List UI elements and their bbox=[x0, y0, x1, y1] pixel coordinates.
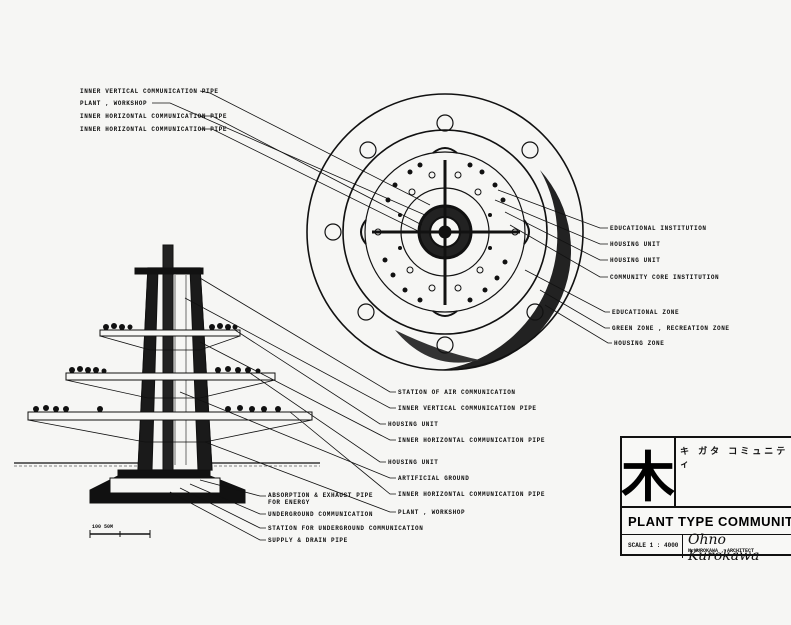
label-inner-vertical-pipe: INNER VERTICAL COMMUNICATION PIPE bbox=[80, 88, 219, 95]
divider bbox=[622, 506, 791, 508]
label-absorption-exhaust: ABSORPTION & EXHAUST PIPE FOR ENERGY bbox=[268, 492, 374, 506]
label-inner-horizontal-pipe: INNER HORIZONTAL COMMUNICATION PIPE bbox=[398, 437, 546, 444]
scale-bar-label: 100 50M bbox=[92, 524, 114, 530]
plan-leader-lines bbox=[152, 90, 612, 344]
drawing-scale: SCALE 1 : 4000 bbox=[628, 542, 679, 549]
divider bbox=[682, 535, 683, 558]
label-inner-horizontal-pipe: INNER HORIZONTAL COMMUNICATION PIPE bbox=[398, 491, 546, 498]
label-underground-station: STATION FOR UNDERGROUND COMMUNICATION bbox=[268, 525, 424, 532]
divider bbox=[622, 534, 791, 535]
label-housing-unit: HOUSING UNIT bbox=[610, 257, 661, 264]
architect-name: N.KUROKAWA , ARCHITECT bbox=[688, 548, 755, 554]
label-supply-drain: SUPPLY & DRAIN PIPE bbox=[268, 537, 348, 544]
section-leader-lines bbox=[169, 277, 396, 541]
label-green-zone: GREEN ZONE , RECREATION ZONE bbox=[612, 325, 730, 332]
kanji-tree-character: 木 bbox=[621, 438, 676, 509]
label-housing-unit: HOUSING UNIT bbox=[610, 241, 661, 248]
label-inner-horizontal-pipe: INNER HORIZONTAL COMMUNICATION PIPE bbox=[80, 113, 228, 120]
label-housing-zone: HOUSING ZONE bbox=[614, 340, 665, 347]
title-block: 木 キ ガタ コミュニティ PLANT TYPE COMMUNITY SCALE… bbox=[620, 436, 791, 564]
katakana-title: キ ガタ コミュニティ bbox=[680, 447, 789, 470]
label-air-station: STATION OF AIR COMMUNICATION bbox=[398, 389, 516, 396]
tower-section bbox=[14, 244, 320, 504]
architect-signature: Ohno Kurokawa bbox=[688, 532, 760, 564]
label-inner-horizontal-pipe: INNER HORIZONTAL COMMUNICATION PIPE bbox=[80, 126, 228, 133]
label-underground-communication: UNDERGROUND COMMUNICATION bbox=[268, 511, 374, 518]
label-inner-vertical-pipe: INNER VERTICAL COMMUNICATION PIPE bbox=[398, 405, 537, 412]
circular-plan bbox=[306, 93, 584, 371]
drawing-title: PLANT TYPE COMMUNITY bbox=[628, 514, 791, 529]
label-housing-unit: HOUSING UNIT bbox=[388, 459, 439, 466]
label-housing-unit: HOUSING UNIT bbox=[388, 421, 439, 428]
label-plant-workshop: PLANT , WORKSHOP bbox=[398, 509, 466, 516]
label-educational-zone: EDUCATIONAL ZONE bbox=[612, 309, 680, 316]
graphic-scale-bar bbox=[89, 530, 151, 538]
label-artificial-ground: ARTIFICIAL GROUND bbox=[398, 475, 470, 482]
label-plant-workshop: PLANT , WORKSHOP bbox=[80, 100, 148, 107]
label-educational-institution: EDUCATIONAL INSTITUTION bbox=[610, 225, 707, 232]
label-community-core: COMMUNITY CORE INSTITUTION bbox=[610, 274, 720, 281]
